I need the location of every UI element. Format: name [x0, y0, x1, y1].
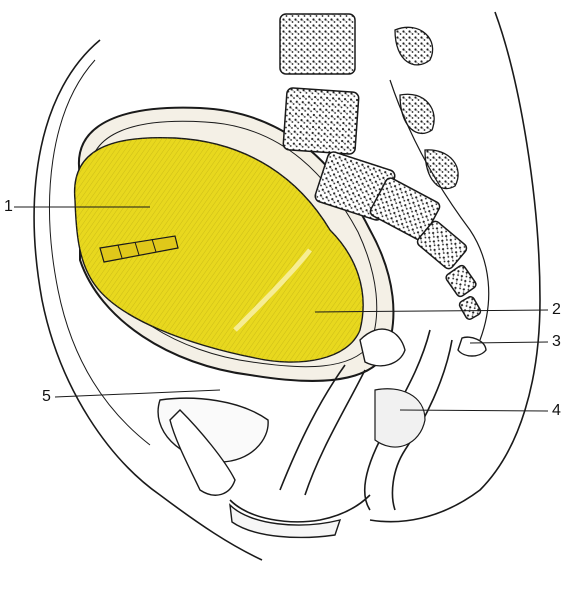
callout-label-3: 3	[552, 334, 561, 350]
callout-label-2: 2	[552, 302, 561, 318]
spinous-processes	[395, 27, 458, 188]
levator-muscle	[375, 389, 425, 447]
cervix	[360, 329, 405, 366]
callout-label-1: 1	[4, 199, 13, 215]
callout-label-5: 5	[42, 389, 51, 405]
callout-label-4: 4	[552, 403, 561, 419]
coccyx	[458, 337, 486, 356]
vaginal-canal	[280, 365, 365, 495]
